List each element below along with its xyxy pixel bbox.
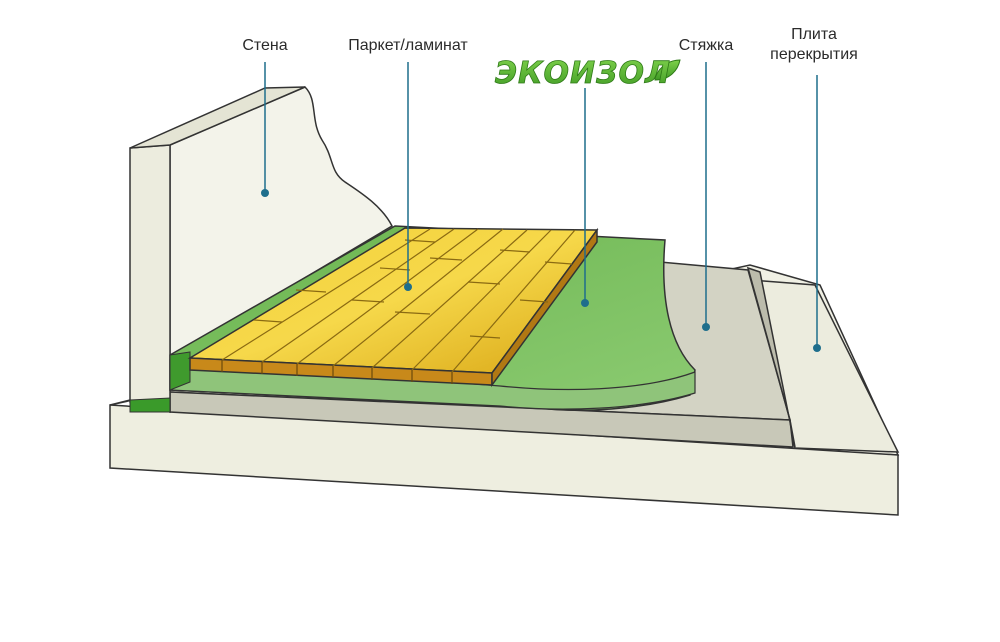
parquet-layer	[187, 227, 599, 388]
leader-screed	[702, 62, 710, 331]
label-slab: Плита перекрытия	[770, 25, 858, 65]
wall	[129, 86, 393, 413]
ekoizol-logo: ЭКОИЗОЛ	[495, 56, 681, 91]
label-slab-line1: Плита	[791, 26, 837, 43]
wall-underlay-strip	[129, 397, 171, 413]
leader-parquet	[404, 62, 412, 291]
leader-wall	[261, 62, 269, 197]
label-screed: Стяжка	[678, 37, 734, 54]
label-wall: Стена	[242, 37, 288, 54]
label-slab-line2: перекрытия	[770, 46, 858, 63]
label-parquet: Паркет/ламинат	[348, 37, 468, 54]
leader-underlay	[581, 88, 589, 307]
logo-text: ЭКОИЗОЛ	[495, 56, 671, 91]
leaf-icon	[654, 59, 681, 81]
leader-slab	[813, 75, 821, 352]
